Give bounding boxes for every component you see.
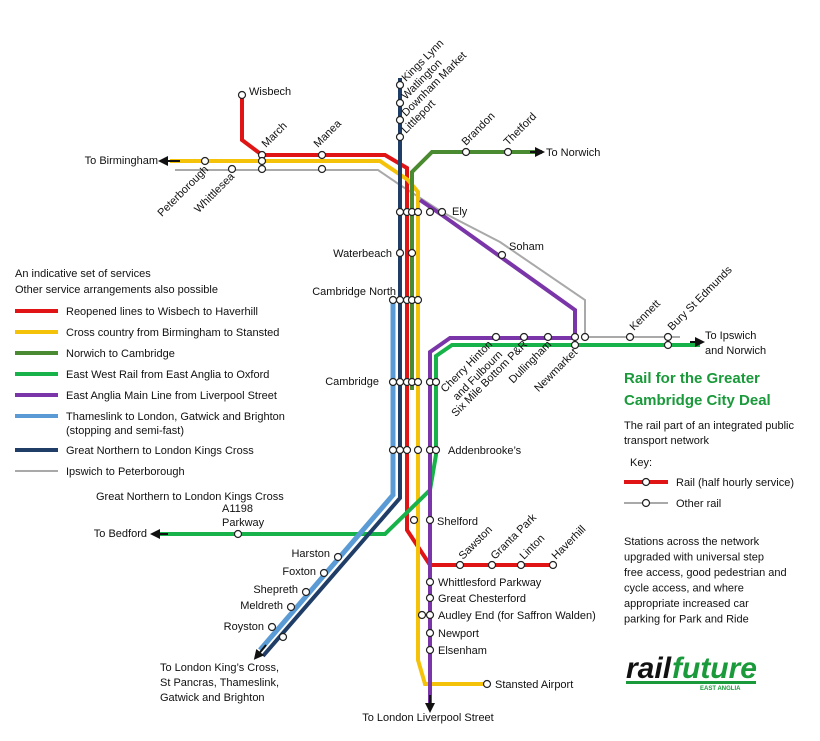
label-bury: Bury St Edmunds	[666, 264, 735, 333]
dest-ipswich-1: To Ipswich	[705, 330, 756, 342]
legend-label-5: (stopping and semi-fast)	[66, 425, 184, 437]
access-note-line: upgraded with universal step	[624, 552, 764, 564]
legend-gn-note: Great Northern to London Kings Cross	[96, 491, 284, 503]
legend-label-7: Ipswich to Peterborough	[66, 466, 185, 478]
label-shepreth: Shepreth	[253, 584, 298, 596]
key-other-label: Other rail	[676, 498, 721, 510]
logo-sub: EAST ANGLIA	[700, 686, 741, 692]
label-soham: Soham	[509, 241, 544, 253]
label-great-chesterford: Great Chesterford	[438, 593, 526, 605]
subtitle-line-1: The rail part of an integrated public	[624, 420, 794, 432]
label-royston: Royston	[224, 621, 264, 633]
legend-label-2: Norwich to Cambridge	[66, 348, 175, 360]
dest-kings-cross-1: To London King’s Cross,	[160, 662, 279, 674]
line-green-east-west-rail	[160, 343, 700, 536]
line-lightblue-thameslink	[258, 300, 396, 652]
access-note: Stations across the network upgraded with…	[624, 536, 787, 626]
legend-intro-1: An indicative set of services	[15, 268, 151, 280]
label-kennett: Kennett	[628, 298, 663, 333]
line-red-wisbech-haverhill	[240, 95, 555, 567]
svg-text:future: future	[672, 652, 757, 685]
dest-ipswich-2: and Norwich	[705, 345, 766, 357]
legend-label-6: Great Northern to London Kings Cross	[66, 445, 254, 457]
access-note-line: free access, good pedestrian and	[624, 567, 787, 579]
dest-kings-cross-3: Gatwick and Brighton	[160, 692, 265, 704]
label-wisbech: Wisbech	[249, 86, 291, 98]
label-haverhill: Haverhill	[550, 523, 589, 562]
label-manea: Manea	[312, 117, 345, 150]
label-elsenham: Elsenham	[438, 645, 487, 657]
label-newport: Newport	[438, 628, 479, 640]
label-stansted: Stansted Airport	[495, 679, 573, 691]
dest-liverpool-street: To London Liverpool Street	[362, 712, 493, 724]
label-ely: Ely	[452, 206, 468, 218]
label-a1198-2: Parkway	[222, 517, 265, 529]
line-darkgreen-norwich-cambridge	[410, 150, 542, 390]
railfuture-logo: rail future EAST ANGLIA	[622, 648, 760, 692]
line-navy-great-northern	[261, 78, 402, 658]
label-cambridge: Cambridge	[325, 376, 379, 388]
label-brandon: Brandon	[460, 110, 498, 148]
dest-kings-cross-2: St Pancras, Thameslink,	[160, 677, 279, 689]
dest-bedford: To Bedford	[94, 528, 147, 540]
subtitle-line-2: transport network	[624, 435, 709, 447]
legend-label-5: Thameslink to London, Gatwick and Bright…	[66, 411, 285, 423]
dest-norwich: To Norwich	[546, 147, 600, 159]
label-march: March	[260, 120, 290, 150]
access-note-line: Stations across the network	[624, 536, 760, 548]
legend-label-0: Reopened lines to Wisbech to Haverhill	[66, 306, 258, 318]
label-shelford: Shelford	[437, 516, 478, 528]
title-line-2: Cambridge City Deal	[624, 392, 771, 409]
label-whittlesford: Whittlesford Parkway	[438, 577, 542, 589]
station-markers	[200, 80, 673, 689]
dest-birmingham: To Birmingham	[85, 155, 158, 167]
arrow-kings-cross	[253, 644, 267, 660]
legend-label-3: East West Rail from East Anglia to Oxfor…	[66, 369, 269, 381]
label-waterbeach: Waterbeach	[333, 248, 392, 260]
access-note-line: cycle access, and where	[624, 583, 744, 595]
label-meldreth: Meldreth	[240, 600, 283, 612]
label-a1198-1: A1198	[222, 503, 253, 515]
key-heading: Key:	[630, 457, 652, 469]
legend-intro-2: Other service arrangements also possible	[15, 284, 218, 296]
label-addenbrookes: Addenbrooke’s	[448, 445, 522, 457]
label-thetford: Thetford	[502, 111, 539, 148]
label-harston: Harston	[291, 548, 330, 560]
label-foxton: Foxton	[282, 566, 316, 578]
access-note-line: parking for Park and Ride	[624, 614, 749, 626]
line-grey-ipswich-peterborough	[175, 169, 680, 338]
legend-label-4: East Anglia Main Line from Liverpool Str…	[66, 390, 277, 402]
title-line-1: Rail for the Greater	[624, 370, 760, 387]
svg-text:rail: rail	[626, 652, 672, 685]
legend-label-1: Cross country from Birmingham to Stanste…	[66, 327, 279, 339]
key-rail-label: Rail (half hourly service)	[676, 477, 794, 489]
label-audley-end: Audley End (for Saffron Walden)	[438, 610, 596, 622]
label-sawston: Sawston	[457, 524, 495, 562]
label-cambridge-north: Cambridge North	[312, 286, 396, 298]
legend: An indicative set of services Other serv…	[15, 268, 285, 503]
access-note-line: appropriate increased car	[624, 598, 749, 610]
line-yellow-birmingham-stansted	[170, 159, 487, 686]
